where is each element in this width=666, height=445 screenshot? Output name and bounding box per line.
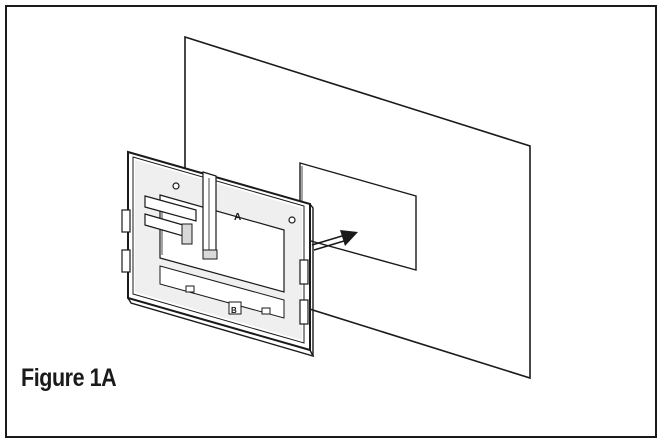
callout-a: A: [234, 212, 241, 223]
mounting-plate: [121, 150, 315, 358]
figure-caption: Figure 1A: [21, 364, 117, 392]
callout-b: B: [231, 306, 237, 315]
arrow-icon: [311, 230, 358, 251]
